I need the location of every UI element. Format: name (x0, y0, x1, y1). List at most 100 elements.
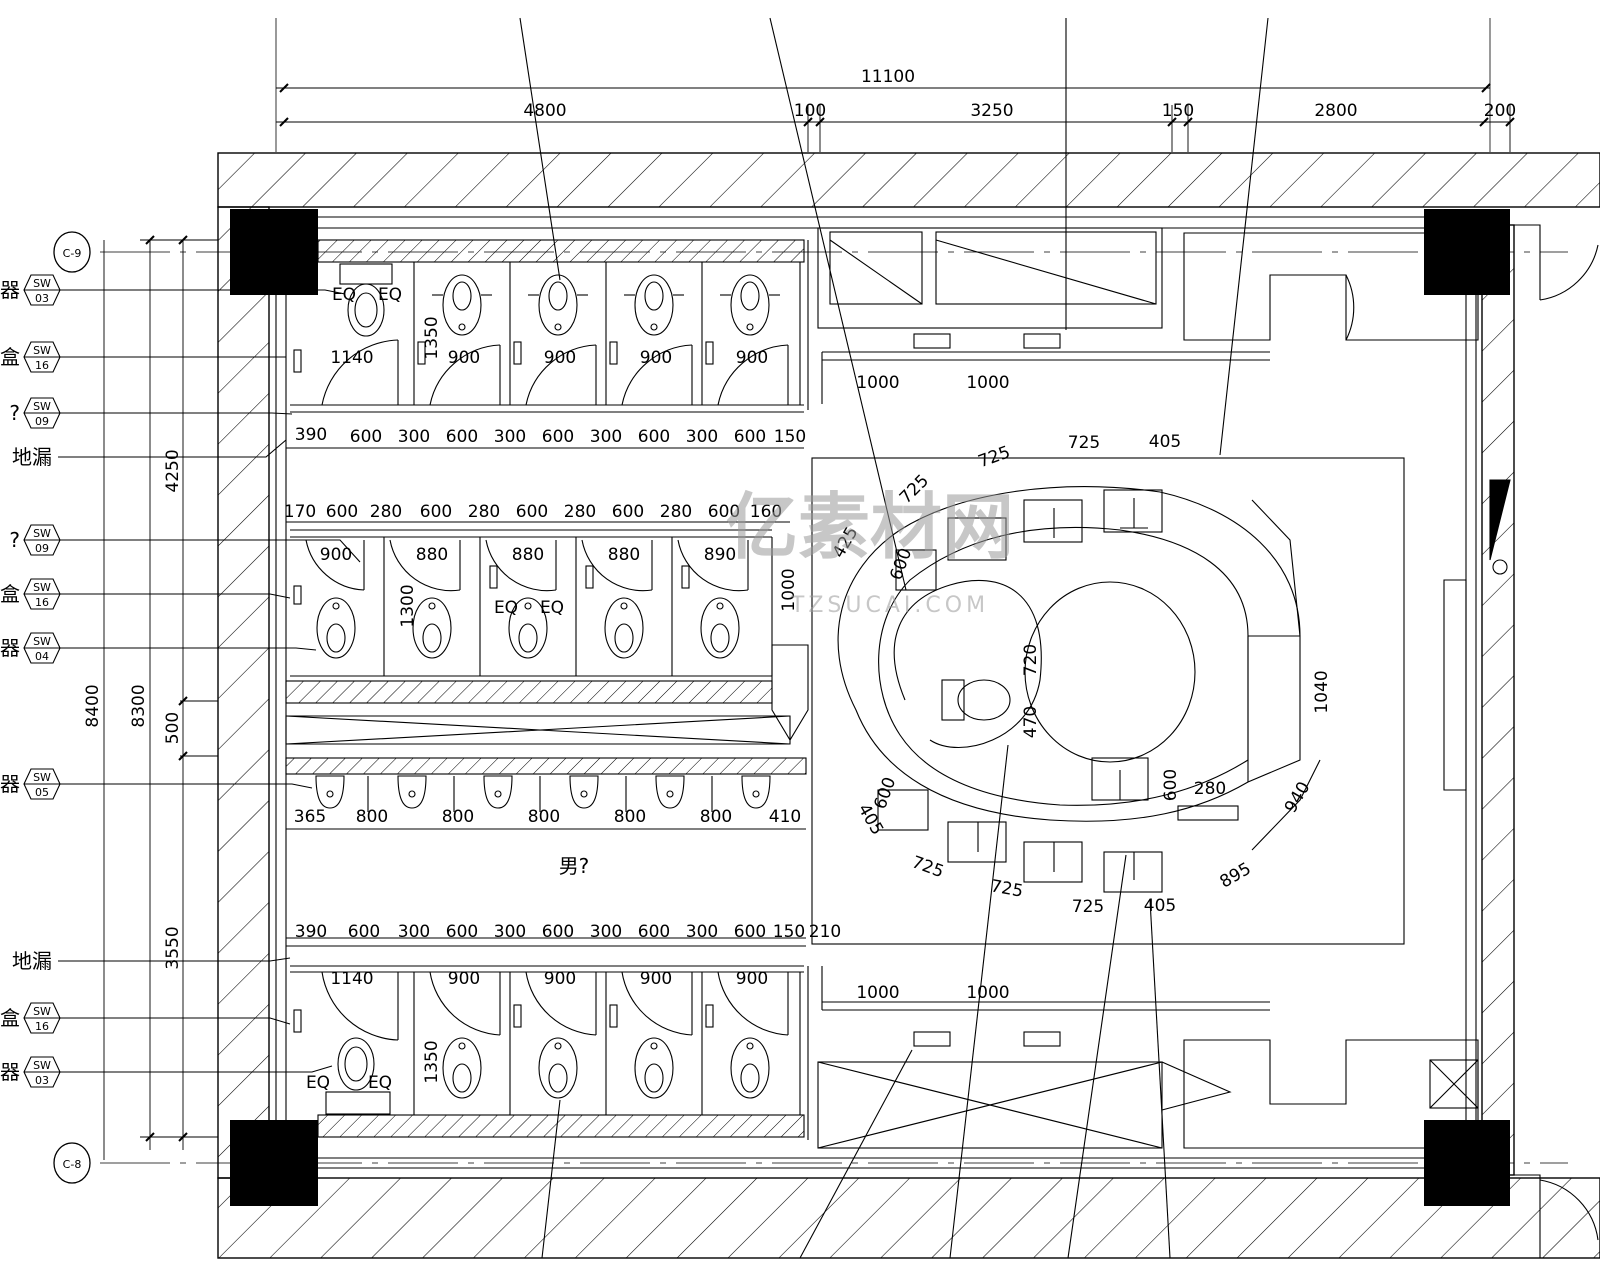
squat-toilet (624, 274, 684, 336)
oval-dim: 405 (1149, 432, 1181, 452)
outer-walls (217, 152, 1600, 1259)
stall-width: 1140 (330, 969, 373, 989)
left-dimension-lines (103, 235, 218, 1160)
vanity-upper (817, 227, 1479, 404)
oval-dim: 600 (1161, 769, 1181, 801)
label-tag-number: 05 (35, 786, 49, 799)
label-tag: SW03便器 (0, 1056, 333, 1088)
row-dim: 600 (446, 427, 478, 447)
stall-width: 900 (448, 348, 480, 368)
eq-label: EQ (368, 1073, 392, 1093)
squat-toilet (538, 1037, 578, 1099)
wall-left (217, 206, 270, 1179)
oval-top-booths (895, 489, 1163, 591)
grid-bubble-top: C-9 (53, 231, 91, 273)
row-dim: 390 (295, 425, 327, 445)
stall-width: 880 (608, 545, 640, 565)
wall-bottom (217, 1177, 1600, 1259)
row-dim: 390 (295, 922, 327, 942)
row-dim: 600 (348, 922, 380, 942)
row-dim: 280 (468, 502, 500, 522)
urinal-dim: 800 (700, 807, 732, 827)
label-tag-code: SW (33, 771, 51, 784)
label-tag-text: 地漏 (12, 949, 52, 973)
urinal-dim: 800 (614, 807, 646, 827)
lower-row-dims: 390 600 300 600 300 600 300 600 300 600 … (295, 922, 841, 942)
row-dim: 600 (542, 427, 574, 447)
squat-toilet (700, 597, 740, 659)
row-dim: 600 (734, 427, 766, 447)
label-tag-leader (60, 593, 291, 599)
label-tag-text: 盒 (0, 345, 20, 369)
dim-top-seg: 4800 (523, 101, 566, 121)
oval-dim: 725 (989, 876, 1024, 901)
stall-width: 900 (544, 348, 576, 368)
svg-text:C-8: C-8 (63, 1158, 82, 1171)
squat-toilet (720, 274, 780, 336)
row-dim: 210 (809, 922, 841, 942)
squat-toilet (316, 597, 356, 659)
label-tag-leader (58, 439, 287, 458)
row-dim: 600 (516, 502, 548, 522)
oval-dim: 725 (1072, 897, 1104, 917)
dim-top-seg: 3250 (970, 101, 1013, 121)
label-tag-text: ? (9, 401, 20, 425)
basin-dim: 1000 (966, 983, 1009, 1003)
label-tag-number: 09 (35, 415, 49, 428)
urinal (397, 775, 427, 809)
basin-dim: 1000 (856, 983, 899, 1003)
western-toilet (339, 263, 393, 337)
row-dim: 300 (494, 922, 526, 942)
row-dim: 600 (446, 922, 478, 942)
side-dim: 1000 (779, 568, 799, 611)
oval-outer-ring (837, 486, 1301, 822)
squat-toilet (634, 1037, 674, 1099)
label-tag-leader (60, 647, 317, 651)
oval-dim: 470 (1021, 706, 1041, 738)
upper-fixtures (339, 263, 780, 337)
row-dim: 280 (370, 502, 402, 522)
dim-height-inner: 8300 (129, 684, 149, 727)
upper-toilet-block (290, 239, 809, 413)
oval-inner-ring (878, 526, 1249, 806)
oval-dim: 725 (909, 852, 946, 882)
top-dimension-lines (276, 83, 1515, 152)
label-tag-text: 便器 (0, 278, 20, 302)
row-dim: 600 (638, 922, 670, 942)
label-tag-number: 03 (35, 1074, 49, 1087)
label-tag-number: 03 (35, 292, 49, 305)
lower-back-wall (317, 1114, 805, 1138)
row-dim: 300 (686, 922, 718, 942)
row-dim: 600 (326, 502, 358, 522)
row-dim: 300 (590, 427, 622, 447)
middle-back-wall (285, 680, 773, 704)
urinal-dim: 365 (294, 807, 326, 827)
oval-dim: 600 (870, 775, 900, 812)
oval-dim: 1040 (1312, 670, 1332, 713)
row-dim: 150 (773, 922, 805, 942)
dim-total-width: 11100 (861, 67, 915, 87)
stall-width: 900 (736, 348, 768, 368)
row-dim: 280 (660, 502, 692, 522)
middle-row-dims: 170 600 280 600 280 600 280 600 280 600 … (284, 502, 782, 522)
label-tag-number: 16 (35, 1020, 49, 1033)
oval-dim: 280 (1194, 779, 1226, 799)
top-segment-labels: 4800 100 3250 150 2800 200 (523, 101, 1516, 121)
label-tag: 地漏 (12, 949, 291, 973)
dim-height-total: 8400 (83, 684, 103, 727)
basin-spacing-dims: 1000 1000 1000 1000 (856, 373, 1009, 1003)
row-dim: 170 (284, 502, 316, 522)
row-dim: 150 (774, 427, 806, 447)
eq-label: EQ (494, 598, 518, 618)
urinal-dim: 800 (528, 807, 560, 827)
squat-toilet (528, 274, 588, 336)
dim-top-seg: 2800 (1314, 101, 1357, 121)
squat-toilet (412, 597, 452, 659)
oval-bottom-booths (877, 789, 1163, 893)
urinal-back-wall (285, 757, 807, 775)
dim-lower: 3550 (163, 926, 183, 969)
urinal (655, 775, 685, 809)
watermark: 亿素材网 TZSUCAI.COM (726, 485, 1014, 618)
